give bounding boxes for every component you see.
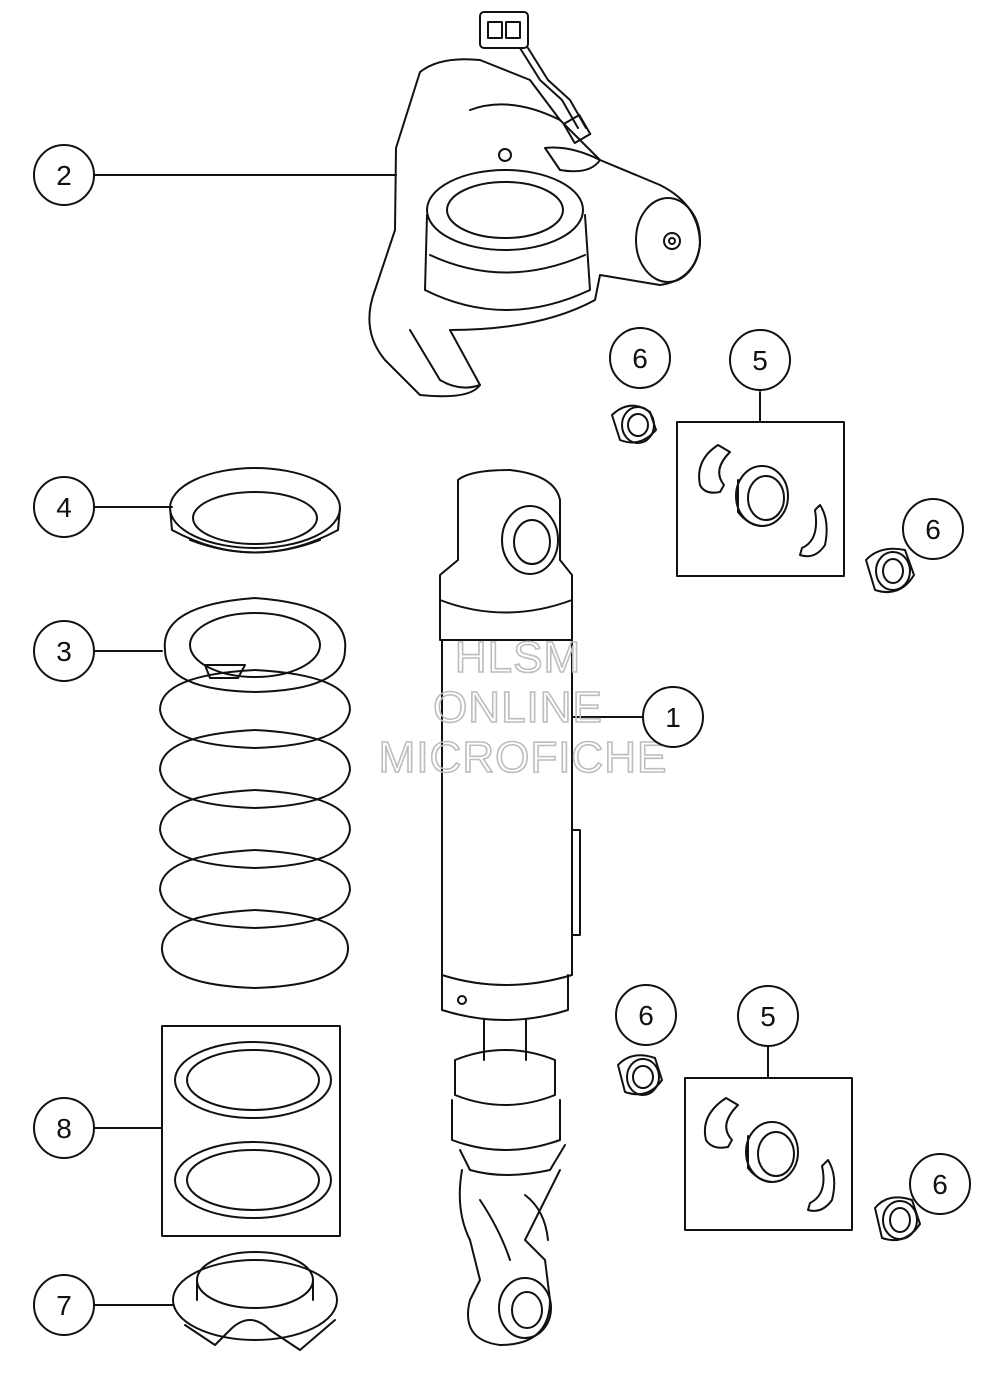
callout-6-lower-left: 6 [615, 984, 677, 1046]
watermark-line-1: HLSM [455, 633, 581, 682]
callout-6-upper-left: 6 [609, 327, 671, 389]
callout-1: 1 [642, 686, 704, 748]
part-bushing-d [874, 1196, 921, 1242]
part-bushing-b [865, 547, 915, 594]
svg-text:6: 6 [932, 1169, 948, 1200]
watermark-line-3: MICROFICHE [379, 733, 668, 782]
svg-text:5: 5 [752, 345, 768, 376]
svg-text:6: 6 [632, 343, 648, 374]
part-lower-spring-seat [172, 1251, 338, 1351]
svg-text:1: 1 [665, 702, 681, 733]
callout-5-lower: 5 [737, 985, 799, 1047]
part-bearing-kit-upper [676, 421, 845, 577]
part-bushing-c [617, 1054, 663, 1096]
part-bearing-kit-lower [684, 1077, 853, 1231]
callout-7: 7 [33, 1274, 95, 1336]
part-shock-absorber [439, 469, 581, 1346]
watermark-line-2: ONLINE [433, 683, 603, 732]
part-coil-spring [159, 597, 351, 989]
svg-text:6: 6 [638, 1000, 654, 1031]
part-reservoir-top-mount [368, 11, 701, 398]
svg-text:3: 3 [56, 636, 72, 667]
svg-text:4: 4 [56, 492, 72, 523]
leader-lines [94, 174, 769, 1306]
callout-5-upper: 5 [729, 329, 791, 391]
watermark: HLSM ONLINE MICROFICHE [378, 632, 668, 783]
svg-text:8: 8 [56, 1113, 72, 1144]
svg-text:2: 2 [56, 160, 72, 191]
svg-text:5: 5 [760, 1001, 776, 1032]
svg-text:7: 7 [56, 1290, 72, 1321]
part-bushing-a [611, 404, 657, 444]
callout-6-upper-right: 6 [902, 498, 964, 560]
callout-8: 8 [33, 1097, 95, 1159]
part-spring-retainer [169, 467, 341, 554]
svg-text:6: 6 [925, 514, 941, 545]
callout-4: 4 [33, 476, 95, 538]
callout-6-lower-right: 6 [909, 1153, 971, 1215]
callout-3: 3 [33, 620, 95, 682]
callout-2: 2 [33, 144, 95, 206]
part-washer-set [161, 1025, 341, 1237]
